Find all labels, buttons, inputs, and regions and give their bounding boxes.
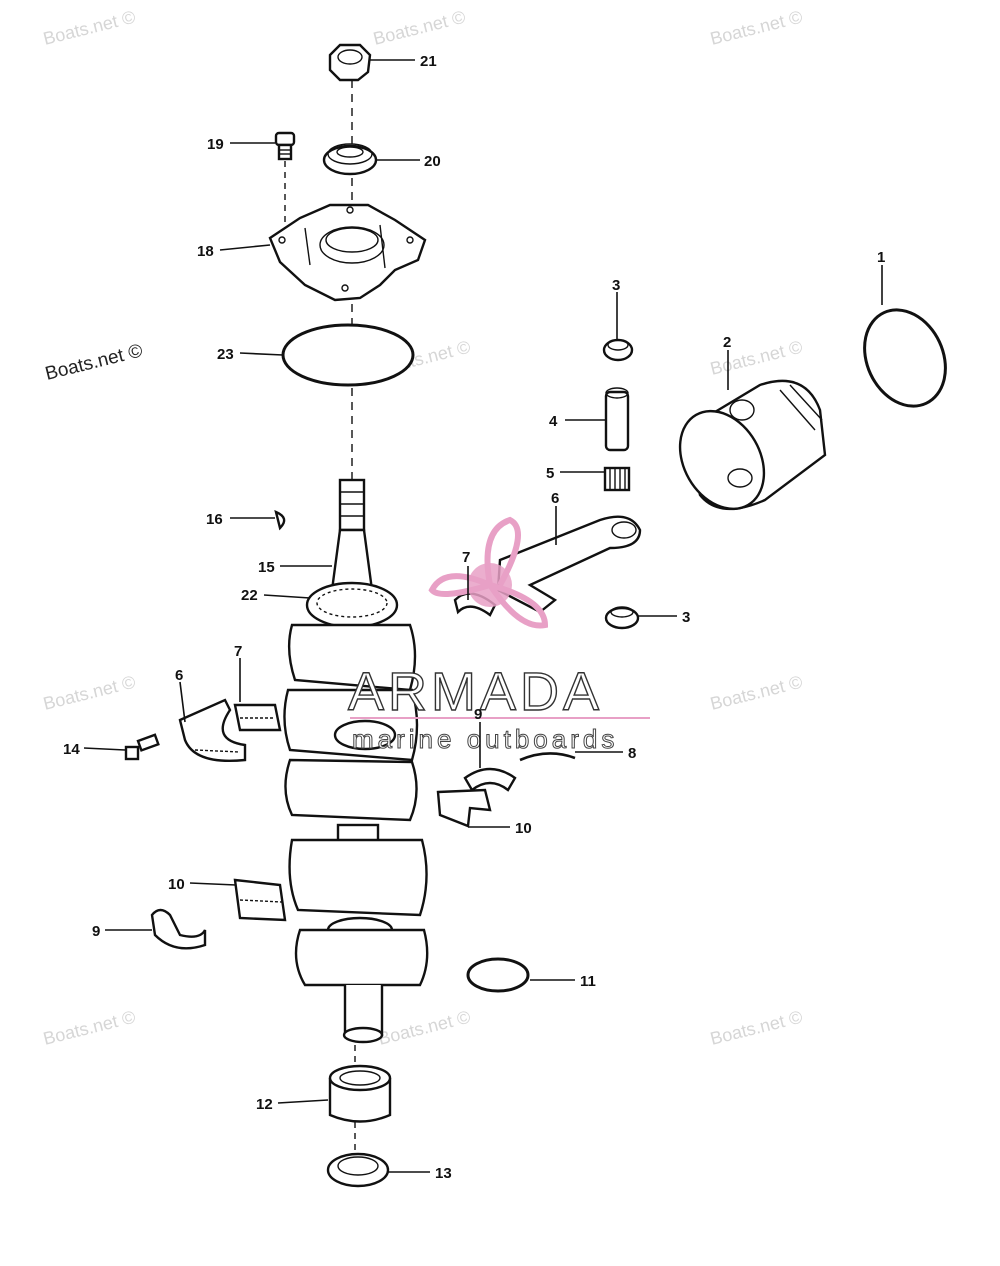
callout-9: 9 xyxy=(474,706,482,723)
bearing-cage-part xyxy=(233,703,282,732)
crankshaft-part xyxy=(283,478,429,1044)
watermark-text: Boats.net © xyxy=(376,1007,472,1049)
callout-2: 2 xyxy=(723,334,731,351)
o-ring-part xyxy=(281,323,415,387)
watermark-text: Boats.net © xyxy=(43,340,145,384)
hex-nut-part xyxy=(328,43,372,82)
connecting-rod-part xyxy=(496,515,642,614)
callout-6-left: 6 xyxy=(175,667,183,684)
brand-name: ARMADA xyxy=(348,662,603,722)
callout-18: 18 xyxy=(197,243,214,260)
retainer-part xyxy=(602,338,634,362)
callout-labels: 21 20 19 18 23 1 2 3 4 5 6 3 7 16 15 22 … xyxy=(63,53,885,1182)
watermark-text: Boats.net © xyxy=(41,672,137,714)
callout-9-left: 9 xyxy=(92,923,100,940)
woodruff-key-part xyxy=(274,509,286,531)
piston-ring-part xyxy=(863,308,947,408)
callout-16: 16 xyxy=(206,511,223,528)
leader-lines xyxy=(83,59,883,1173)
callout-3-lower: 3 xyxy=(682,609,690,626)
callout-21: 21 xyxy=(420,53,437,70)
rod-cap-part xyxy=(178,698,247,762)
callout-11: 11 xyxy=(580,973,596,990)
callout-14: 14 xyxy=(63,741,80,758)
piston-pin-part xyxy=(604,387,630,452)
callout-19: 19 xyxy=(207,136,224,153)
retaining-ring-part xyxy=(519,752,576,762)
bearing-cage-part xyxy=(436,788,492,828)
roller-bearing-part xyxy=(328,1064,392,1123)
callout-13: 13 xyxy=(435,1165,452,1182)
watermark-text: Boats.net © xyxy=(41,7,137,49)
ring-part xyxy=(466,957,530,993)
callout-7-left: 7 xyxy=(234,643,242,660)
callout-7: 7 xyxy=(462,549,470,566)
callout-10: 10 xyxy=(515,820,532,837)
watermark-text: Boats.net © xyxy=(708,672,804,714)
callout-22: 22 xyxy=(241,587,258,604)
watermark-text: Boats.net © xyxy=(708,7,804,49)
seal-part xyxy=(322,143,378,176)
retainer-part xyxy=(604,606,640,630)
callout-3: 3 xyxy=(612,277,620,294)
piston-part xyxy=(678,379,827,511)
end-cap-part xyxy=(268,203,427,302)
callout-6: 6 xyxy=(551,490,559,507)
callout-23: 23 xyxy=(217,346,234,363)
bolt-part xyxy=(124,733,160,761)
watermark-text: Boats.net © xyxy=(41,1007,137,1049)
bearing-half-part xyxy=(463,767,517,792)
brand-tagline: marine outboards xyxy=(352,724,618,754)
callout-5: 5 xyxy=(546,465,554,482)
watermark-text: Boats.net © xyxy=(708,1007,804,1049)
callout-15: 15 xyxy=(258,559,275,576)
bearing-cage-part xyxy=(233,878,287,922)
callout-4: 4 xyxy=(549,413,558,430)
callout-10-left: 10 xyxy=(168,876,185,893)
watermark-text: Boats.net © xyxy=(371,7,467,49)
callout-20: 20 xyxy=(424,153,441,170)
bearing-half-part xyxy=(150,908,207,950)
needle-bearing-part xyxy=(603,466,631,492)
seal-part xyxy=(326,1152,390,1188)
callout-1: 1 xyxy=(877,249,885,266)
callout-12: 12 xyxy=(256,1096,273,1113)
screw-part xyxy=(274,131,296,161)
callout-8: 8 xyxy=(628,745,636,762)
